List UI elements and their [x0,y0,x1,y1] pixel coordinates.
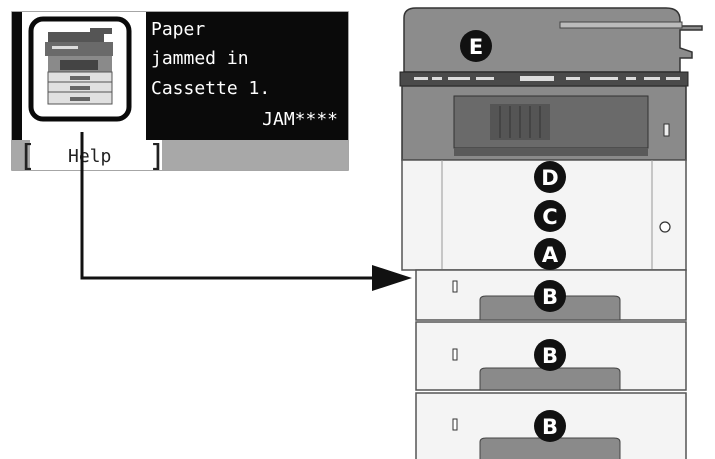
badge-e: E [460,30,492,62]
badge-b-2-label: B [542,344,558,368]
help-label[interactable]: Help [68,146,111,167]
jam-message-line-3: Cassette 1. [151,78,270,99]
badge-a: A [534,238,566,270]
operation-panel: Paper jammed in Cassette 1. JAM**** [ He… [11,11,349,174]
help-button-bg[interactable] [30,140,162,170]
badge-b-2: B [534,339,566,371]
document-processor [403,7,703,73]
badge-c: C [534,200,566,232]
printer-illustration: E D C A B B B [399,7,703,459]
jam-code: JAM**** [262,109,338,130]
jam-message-line-1: Paper [151,19,205,40]
badge-b-1-label: B [542,285,558,309]
badge-d: D [534,161,566,193]
badge-b-3: B [534,410,566,442]
help-bracket-left: [ [18,139,36,174]
badge-b-3-label: B [542,415,558,439]
help-button[interactable]: [ Help ] [18,139,166,174]
jam-message-line-2: jammed in [151,48,249,69]
badge-d-label: D [541,166,558,190]
badge-e-label: E [469,35,483,59]
help-bracket-right: ] [148,139,166,174]
printer-icon [28,16,132,122]
pointer-arrow [80,132,412,291]
cover-release-knob[interactable] [659,221,671,233]
badge-c-label: C [542,205,557,229]
badge-a-label: A [542,243,559,267]
badge-b-1: B [534,280,566,312]
